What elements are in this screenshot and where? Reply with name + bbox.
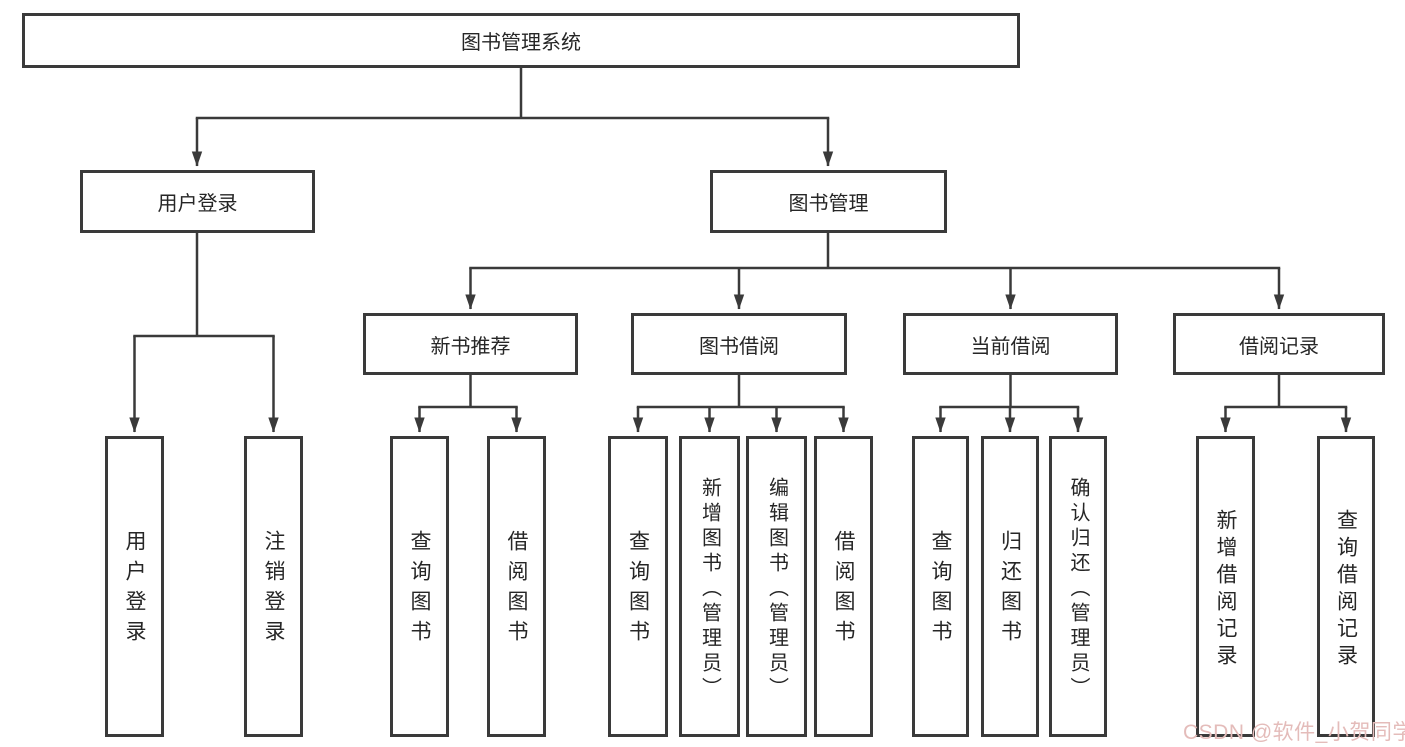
leaf-edit-book-admin: 编辑图书（管理员） <box>746 436 807 737</box>
leaf-query-borrow-record: 查询借阅记录 <box>1317 436 1375 737</box>
node-book-management-branch: 图书管理 <box>710 170 947 233</box>
leaf-return-book: 归还图书 <box>981 436 1039 737</box>
leaf-query-books-borrowing: 查询图书 <box>608 436 668 737</box>
node-book-borrowing: 图书借阅 <box>631 313 847 375</box>
node-user-login-branch: 用户登录 <box>80 170 315 233</box>
node-library-management-system: 图书管理系统 <box>22 13 1020 68</box>
leaf-borrow-books-borrowing: 借阅图书 <box>814 436 873 737</box>
leaf-user-login: 用户登录 <box>105 436 164 737</box>
leaf-add-borrow-record: 新增借阅记录 <box>1196 436 1255 737</box>
leaf-add-book-admin: 新增图书（管理员） <box>679 436 740 737</box>
leaf-confirm-return-admin: 确认归还（管理员） <box>1049 436 1107 737</box>
csdn-watermark: CSDN @软件_小贺同学 <box>1183 721 1405 744</box>
node-current-borrowing: 当前借阅 <box>903 313 1118 375</box>
leaf-borrow-books-recommend: 借阅图书 <box>487 436 546 737</box>
leaf-logout: 注销登录 <box>244 436 303 737</box>
node-new-book-recommendation: 新书推荐 <box>363 313 578 375</box>
leaf-query-books-current: 查询图书 <box>912 436 969 737</box>
node-borrowing-records: 借阅记录 <box>1173 313 1385 375</box>
leaf-query-books-recommend: 查询图书 <box>390 436 449 737</box>
